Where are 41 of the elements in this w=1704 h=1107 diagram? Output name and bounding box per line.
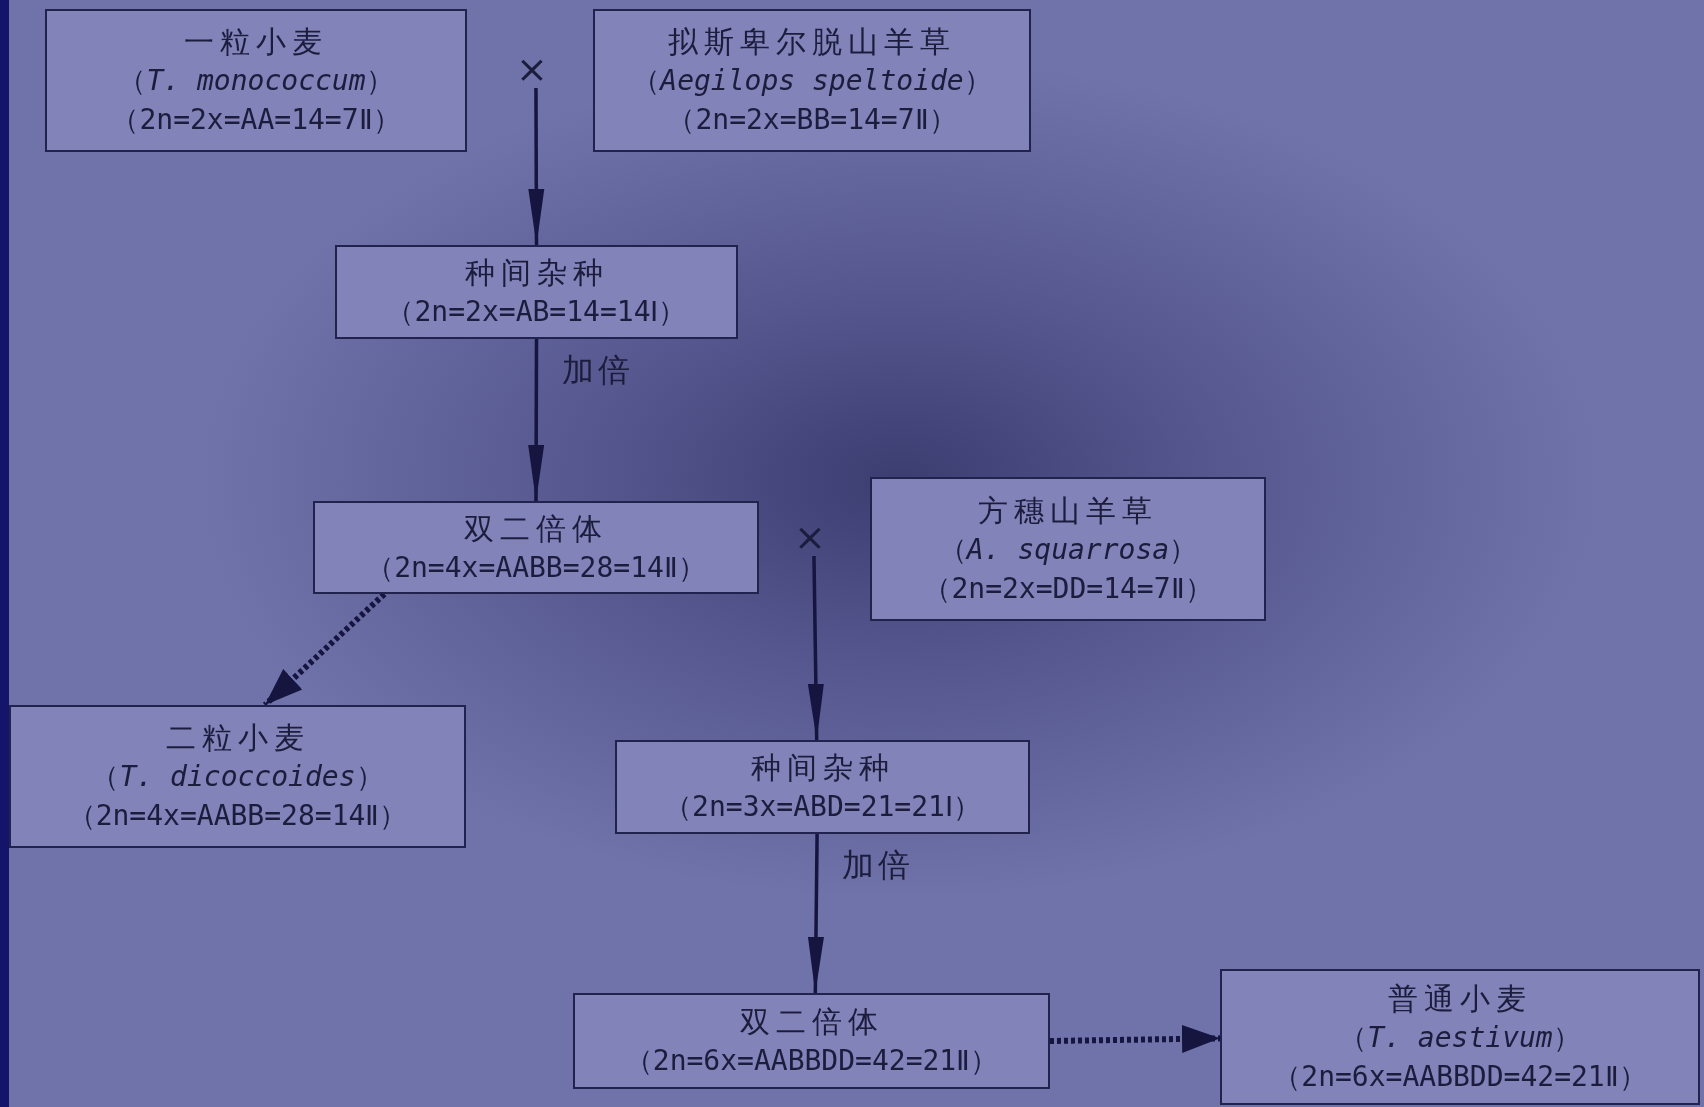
node-title: 普通小麦 <box>1388 979 1532 1018</box>
species-box <box>573 993 1050 1089</box>
cross-symbol: × <box>514 50 550 88</box>
species-box <box>870 477 1266 621</box>
karyotype-formula: （2n=3x=ABD=21=21Ⅰ） <box>664 789 981 825</box>
karyotype-formula: （2n=6x=AABBDD=42=21Ⅱ） <box>1273 1058 1647 1095</box>
node-title: 双二倍体 <box>464 509 608 548</box>
arrow <box>528 339 545 501</box>
karyotype-formula: （2n=6x=AABBDD=42=21Ⅱ） <box>624 1043 999 1079</box>
arrow <box>528 88 545 245</box>
species-box <box>1220 969 1700 1105</box>
species-name: （T. monococcum） <box>118 63 394 99</box>
edge-label: 加倍 <box>561 350 634 391</box>
species-box <box>335 245 738 339</box>
karyotype-formula: （2n=2x=AA=14=7Ⅱ） <box>111 102 401 138</box>
karyotype-formula: （2n=4x=AABB=28=14Ⅱ） <box>67 798 408 834</box>
arrow <box>807 555 824 741</box>
species-name: （T. aestivum） <box>1339 1019 1581 1056</box>
species-name: （Aegilops speltoide） <box>632 63 992 99</box>
node-title: 种间杂种 <box>750 749 895 787</box>
karyotype-formula: （2n=2x=AB=14=14Ⅰ） <box>386 294 687 330</box>
karyotype-formula: （2n=2x=DD=14=7Ⅱ） <box>923 570 1213 607</box>
species-name: （A. squarrosa） <box>938 531 1198 568</box>
karyotype-formula: （2n=4x=AABB=28=14Ⅱ） <box>366 549 706 586</box>
node-title: 种间杂种 <box>464 254 609 292</box>
node-title: 一粒小麦 <box>184 23 328 61</box>
species-box <box>615 740 1030 834</box>
node-title: 方穗山羊草 <box>978 491 1158 530</box>
node-title: 二粒小麦 <box>165 719 310 757</box>
edge-label: 加倍 <box>842 845 915 886</box>
node-title: 拟斯卑尔脱山羊草 <box>668 23 956 61</box>
node-title: 双二倍体 <box>739 1003 884 1041</box>
cross-symbol: × <box>792 518 828 556</box>
arrow <box>807 833 824 993</box>
species-box <box>45 9 467 152</box>
species-name: （T. dicoccoides） <box>91 759 384 795</box>
karyotype-formula: （2n=2x=BB=14=7Ⅱ） <box>667 102 957 138</box>
dotted-arrow <box>1049 1024 1221 1053</box>
species-box <box>9 705 466 848</box>
species-box <box>313 501 759 594</box>
species-box <box>593 9 1031 152</box>
